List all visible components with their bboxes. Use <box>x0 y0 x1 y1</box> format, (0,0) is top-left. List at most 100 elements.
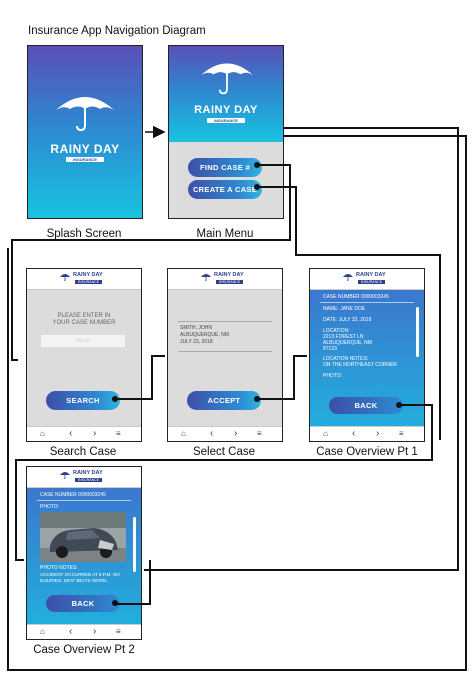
caption-overview-2: Case Overview Pt 2 <box>33 644 135 656</box>
divider <box>178 321 272 322</box>
header-brand-subtitle: INSURANCE <box>75 478 103 482</box>
photo-label: PHOTO: <box>40 504 60 510</box>
forward-chevron-icon[interactable]: › <box>234 428 238 439</box>
case-number: CASE NUMBER 0000003245 <box>323 294 389 300</box>
app-header: RAINY DAY INSURANCE <box>168 269 282 290</box>
header-brand-name: RAINY DAY <box>214 272 244 278</box>
menu-icon[interactable]: ≡ <box>116 429 121 438</box>
home-icon[interactable]: ⌂ <box>40 429 45 438</box>
result-name[interactable]: SMITH, JOHN <box>180 325 212 331</box>
search-button[interactable]: SEARCH <box>46 391 120 410</box>
app-header: RAINY DAY INSURANCE <box>27 467 141 488</box>
caption-main-menu: Main Menu <box>196 228 254 240</box>
divider <box>178 351 272 352</box>
result-date[interactable]: JULY 23, 2018 <box>180 339 213 345</box>
bottom-nav: ⌂ ‹ › ≡ <box>27 426 141 441</box>
main-menu-header: RAINY DAY INSURANCE <box>169 46 283 142</box>
umbrella-icon <box>343 274 353 281</box>
splash-brand-name: RAINY DAY <box>50 142 120 156</box>
caption-select-case: Select Case <box>192 446 255 458</box>
case-number: CASE NUMBER 0000003245 <box>40 492 106 498</box>
location-line2: ALBUQUERQUE, NM <box>323 340 372 346</box>
forward-chevron-icon[interactable]: › <box>93 626 97 637</box>
caption-splash: Splash Screen <box>46 228 122 240</box>
accident-photo <box>40 512 126 562</box>
bottom-nav: ⌂ ‹ › ≡ <box>168 426 282 441</box>
caption-search-case: Search Case <box>49 446 117 458</box>
forward-chevron-icon[interactable]: › <box>93 428 97 439</box>
connector-dot <box>396 402 402 408</box>
back-button[interactable]: BACK <box>329 397 403 414</box>
main-menu-outer-loop-2 <box>7 135 467 671</box>
find-case-connector-b <box>11 300 18 361</box>
photo-label: PHOTO: <box>323 373 343 379</box>
photo-notes-line2: INJURIES. SEAT BELTS WORN. <box>40 578 108 583</box>
home-icon[interactable]: ⌂ <box>40 627 45 636</box>
search-prompt-line2: YOUR CASE NUMBER <box>52 320 116 326</box>
case-overview-2-screen: RAINY DAY INSURANCE CASE NUMBER 00000032… <box>26 466 142 640</box>
location-line3: 87123 <box>323 346 337 352</box>
back-to-overview2-connector <box>15 404 433 561</box>
result-location[interactable]: ALBUQUERQUE, NM <box>180 332 229 338</box>
menu-icon[interactable]: ≡ <box>116 627 121 636</box>
location-label: LOCATION: <box>323 328 350 334</box>
connector-dot <box>112 396 118 402</box>
app-header: RAINY DAY INSURANCE <box>27 269 141 290</box>
home-icon[interactable]: ⌂ <box>323 429 328 438</box>
umbrella-logo-icon <box>200 63 254 95</box>
caption-overview-1: Case Overview Pt 1 <box>316 446 418 458</box>
case-overview-1-screen: RAINY DAY INSURANCE CASE NUMBER 00000032… <box>309 268 425 442</box>
case-date: DATE: JULY 23, 2018 <box>323 317 372 323</box>
create-case-button[interactable]: CREATE A CASE <box>188 180 262 199</box>
scrollbar[interactable] <box>133 517 136 572</box>
main-menu-outer-loop <box>144 127 459 571</box>
photo-notes-line1: ACCIDENT OCCURRED AT 5 P.M. NO <box>40 572 120 577</box>
find-case-connector <box>11 164 291 300</box>
splash-brand-subtitle: INSURANCE <box>66 157 104 162</box>
bottom-nav: ⌂ ‹ › ≡ <box>27 624 141 639</box>
back-chevron-icon[interactable]: ‹ <box>210 428 214 439</box>
select-case-screen: RAINY DAY INSURANCE SMITH, JOHN ALBUQUER… <box>167 268 283 442</box>
find-case-button[interactable]: FIND CASE # <box>188 158 262 177</box>
diagram-title: Insurance App Navigation Diagram <box>28 25 206 37</box>
umbrella-icon <box>201 274 211 281</box>
scrollbar[interactable] <box>416 307 419 357</box>
location-notes-label: LOCATION NOTES: <box>323 356 369 362</box>
header-brand-name: RAINY DAY <box>73 470 103 476</box>
location-line1: 2213 FOREST LN <box>323 334 364 340</box>
main-menu-brand-name: RAINY DAY <box>194 104 258 116</box>
main-menu-screen: RAINY DAY INSURANCE FIND CASE # CREATE A… <box>168 45 284 219</box>
search-prompt-line1: PLEASE ENTER IN <box>57 313 111 319</box>
umbrella-icon <box>60 472 70 479</box>
back-chevron-icon[interactable]: ‹ <box>69 626 73 637</box>
back-outer-loop <box>117 560 151 605</box>
main-menu-brand-subtitle: INSURANCE <box>207 118 245 123</box>
case-name: NAME: JANE DOE <box>323 306 366 312</box>
header-brand-name: RAINY DAY <box>356 272 386 278</box>
connector-dot <box>254 396 260 402</box>
case-number-field[interactable]: FIELD <box>41 335 125 347</box>
accept-to-overview-connector <box>259 355 307 400</box>
home-icon[interactable]: ⌂ <box>181 429 186 438</box>
search-to-select-connector <box>117 355 165 400</box>
back-chevron-icon[interactable]: ‹ <box>352 428 356 439</box>
header-brand-subtitle: INSURANCE <box>216 280 244 284</box>
menu-icon[interactable]: ≡ <box>399 429 404 438</box>
header-brand-name: RAINY DAY <box>73 272 103 278</box>
header-brand-subtitle: INSURANCE <box>75 280 103 284</box>
back-button[interactable]: BACK <box>46 595 120 612</box>
search-case-screen: RAINY DAY INSURANCE PLEASE ENTER IN YOUR… <box>26 268 142 442</box>
menu-icon[interactable]: ≡ <box>257 429 262 438</box>
back-chevron-icon[interactable]: ‹ <box>69 428 73 439</box>
divider <box>37 500 131 501</box>
divider <box>320 302 414 303</box>
location-notes-text: ON THE NORTHEAST CORNER <box>323 362 397 368</box>
splash-screen: RAINY DAY INSURANCE <box>27 45 143 219</box>
accept-button[interactable]: ACCEPT <box>187 391 261 410</box>
connector-dot <box>254 162 260 168</box>
connector-dot <box>254 184 260 190</box>
header-brand-subtitle: INSURANCE <box>358 280 386 284</box>
forward-chevron-icon[interactable]: › <box>376 428 380 439</box>
connector-dot <box>112 600 118 606</box>
